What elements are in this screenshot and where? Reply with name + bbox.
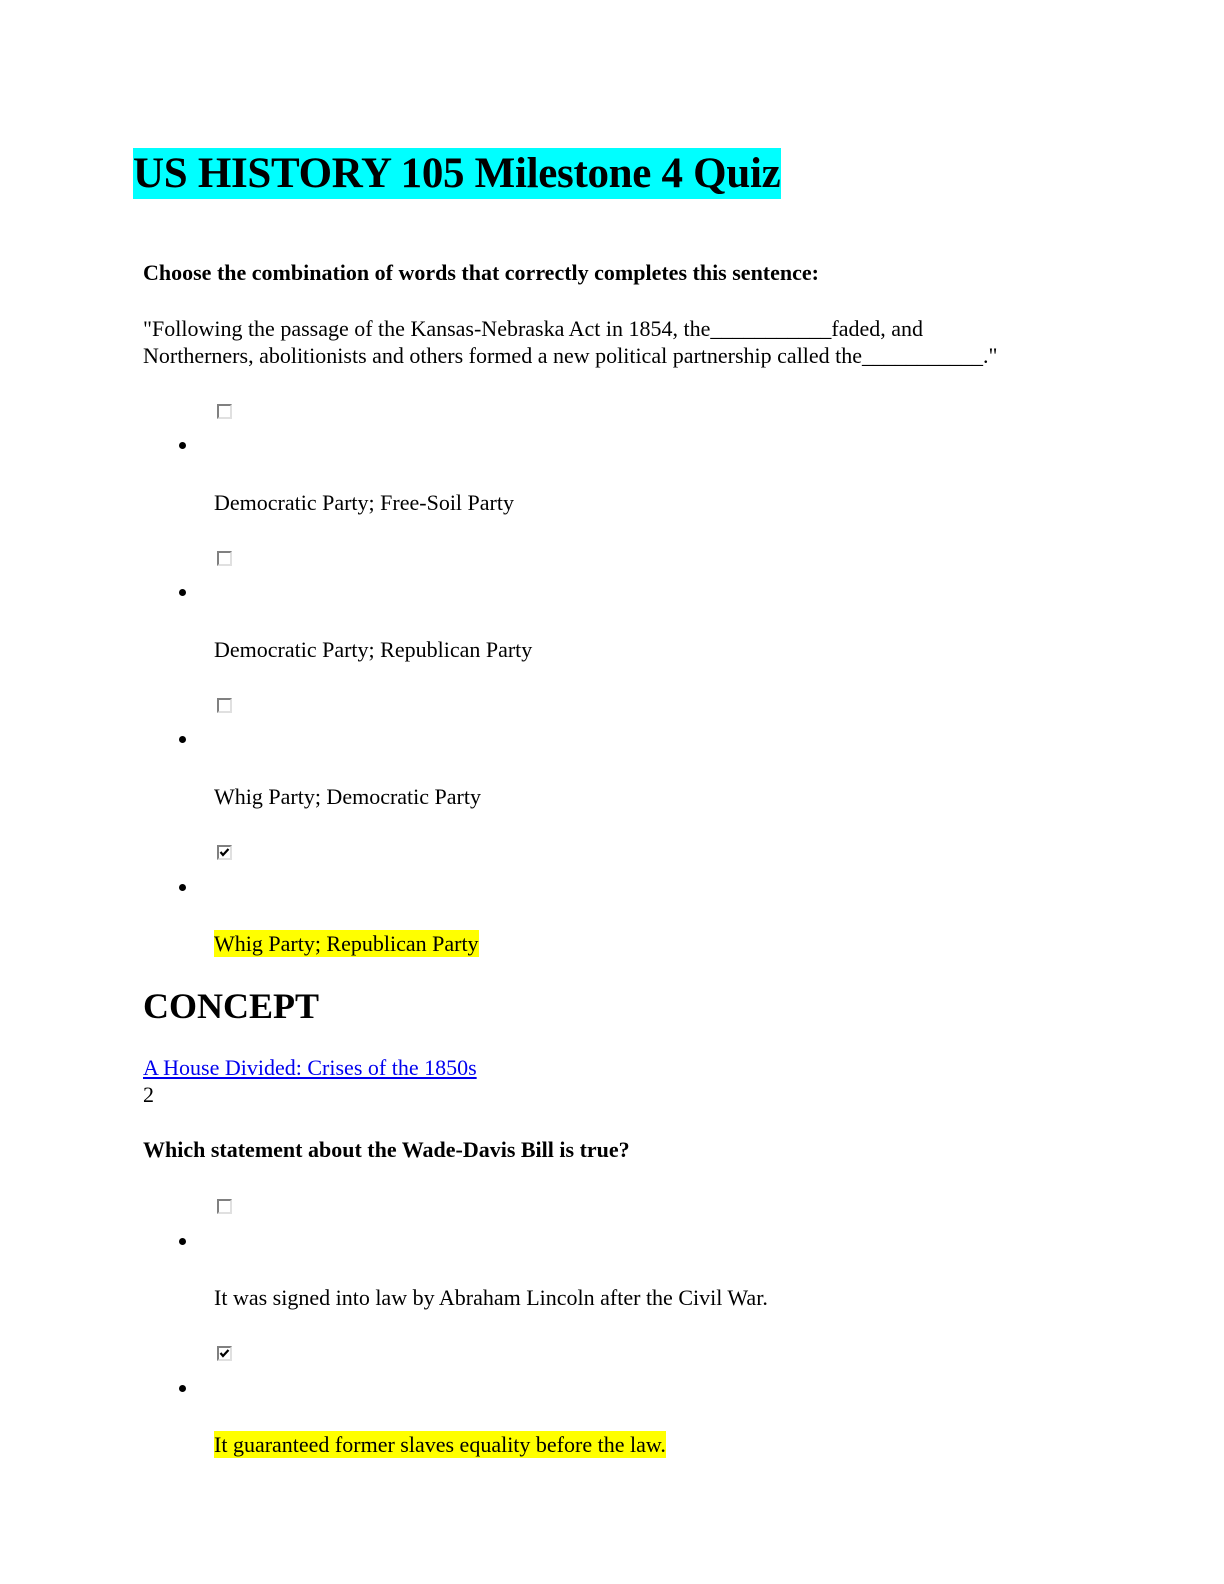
- question-1-sentence-line-1: "Following the passage of the Kansas-Neb…: [143, 316, 924, 341]
- bullet-icon: [179, 1385, 186, 1392]
- question-1-prompt: Choose the combination of words that cor…: [143, 260, 819, 285]
- option-checkbox-unchecked[interactable]: [217, 698, 232, 713]
- document-title: US HISTORY 105 Milestone 4 Quiz: [133, 148, 782, 199]
- q2-option-1-label: It was signed into law by Abraham Lincol…: [214, 1285, 768, 1310]
- q1-option-2-label: Democratic Party; Republican Party: [214, 637, 533, 662]
- q1-option-4-label-selected: Whig Party; Republican Party: [214, 930, 479, 957]
- option-checkbox-unchecked[interactable]: [217, 551, 232, 566]
- bullet-icon: [179, 1238, 186, 1245]
- q1-option-3-label: Whig Party; Democratic Party: [214, 784, 481, 809]
- bullet-icon: [179, 736, 186, 743]
- question-2-prompt: Which statement about the Wade-Davis Bil…: [143, 1137, 630, 1162]
- q1-option-1-label: Democratic Party; Free-Soil Party: [214, 490, 514, 515]
- option-checkbox-unchecked[interactable]: [217, 404, 232, 419]
- bullet-icon: [179, 589, 186, 596]
- option-checkbox-checked[interactable]: [217, 845, 232, 860]
- concept-link[interactable]: A House Divided: Crises of the 1850s: [143, 1055, 477, 1080]
- concept-heading: CONCEPT: [143, 986, 320, 1026]
- checkmark-icon: [219, 1349, 230, 1358]
- question-number: 2: [143, 1082, 154, 1107]
- bullet-icon: [179, 442, 186, 449]
- question-1-sentence-line-2: Northerners, abolitionists and others fo…: [143, 343, 998, 368]
- bullet-icon: [179, 884, 186, 891]
- option-checkbox-checked[interactable]: [217, 1346, 232, 1361]
- q2-option-2-label-selected: It guaranteed former slaves equality bef…: [214, 1431, 666, 1458]
- option-checkbox-unchecked[interactable]: [217, 1199, 232, 1214]
- checkmark-icon: [219, 848, 230, 857]
